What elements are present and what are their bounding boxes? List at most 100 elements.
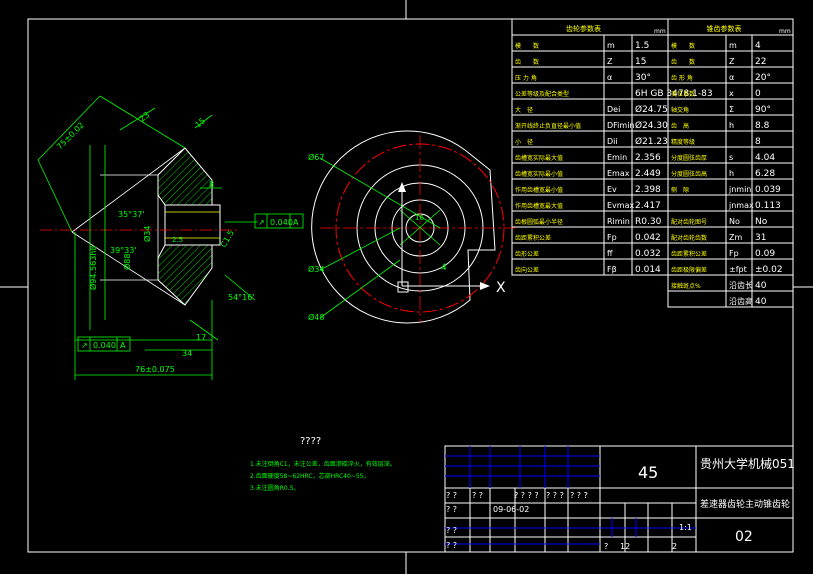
param-label: 配对齿轮齿数: [671, 234, 707, 242]
dim-8: 8: [209, 180, 214, 189]
param-symbol: ±fpt: [729, 265, 747, 274]
param-value: 2.417: [635, 201, 661, 211]
param-symbol: Z: [607, 57, 613, 66]
param-symbol: Fp: [607, 233, 617, 242]
param-symbol: jnmin: [728, 185, 751, 194]
param-value: 20°: [755, 73, 771, 83]
drawing-number: 02: [735, 529, 753, 545]
param-symbol: 沿齿高: [729, 296, 753, 306]
param-label: 变位系数: [671, 90, 695, 98]
param-value: Ø21.23: [635, 136, 668, 147]
param-symbol: h: [729, 121, 734, 130]
param-value: 30°: [635, 73, 651, 83]
param-symbol: ff: [607, 249, 613, 258]
param-label: 齿向公差: [515, 266, 539, 274]
param-symbol: Fp: [729, 249, 739, 258]
tl-unit: mm: [654, 28, 666, 35]
param-label: 公差等级及配合类型: [515, 90, 569, 98]
param-label: 侧 隙: [671, 186, 689, 194]
param-label: 作用齿槽宽最小值: [515, 186, 563, 194]
param-symbol: m: [729, 41, 737, 50]
dim-d94: Ø94.563h8: [88, 246, 98, 290]
tr-unit: mm: [779, 28, 791, 35]
dim-5416: 54°16': [228, 293, 255, 302]
param-label: 分度圆弦齿厚: [671, 154, 707, 162]
dim-75: 75±0.02: [55, 121, 86, 152]
material: 45: [638, 463, 658, 482]
param-symbol: Rimin: [607, 217, 630, 226]
tl-header: 齿轮参数表: [566, 24, 601, 33]
param-symbol: m: [607, 41, 615, 50]
param-label: 齿距累积公差: [671, 250, 707, 258]
dim-c15: C1.5: [219, 229, 236, 249]
section-lower: [157, 244, 213, 306]
technical-requirements: ???? 1.未注倒角C1，未注公差，齿面渗碳淬火，有效层深。 2.齿面硬度58…: [250, 436, 396, 492]
tb-cell-d: ? ? ?: [546, 491, 564, 500]
view-axis-x: X: [496, 280, 506, 296]
tb-cell-c: ? ? ? ?: [514, 491, 539, 500]
tb-cell-f: ? ?: [446, 505, 457, 514]
param-value: 8.8: [755, 121, 770, 131]
param-value: 0.113: [755, 201, 781, 211]
param-value: 6.28: [755, 169, 775, 179]
tolerance-bottom-value: 0.040: [93, 341, 116, 350]
tolerance-top-datum: A: [293, 218, 299, 227]
param-symbol: Ev: [607, 185, 617, 194]
section-upper: [157, 147, 213, 206]
param-value: 0: [755, 89, 761, 99]
param-label: 小 径: [515, 138, 533, 146]
param-value: 6H GB 3478.1-83: [635, 89, 713, 99]
param-value: 2.449: [635, 169, 661, 179]
tb-mark: ?: [604, 542, 608, 551]
param-label: 齿 数: [515, 58, 539, 66]
param-label: 齿 数: [671, 58, 695, 66]
param-value: ±0.02: [755, 265, 783, 275]
scale: 1:1: [679, 523, 692, 532]
param-value: 40: [755, 297, 767, 307]
param-label: 齿 形 角: [671, 74, 693, 82]
bore-outline: [164, 204, 221, 246]
svg-text:↗: ↗: [81, 341, 88, 350]
param-label: 接触斑点%: [671, 282, 701, 290]
param-symbol: DFimin: [607, 121, 635, 130]
param-value: 0.039: [755, 185, 781, 195]
param-symbol: Evmax: [607, 201, 634, 210]
param-value: 15: [635, 57, 646, 67]
param-value: 1.5: [635, 41, 649, 51]
param-value: 4: [755, 41, 761, 51]
dim-34: 34: [182, 349, 192, 358]
date: 09-06-02: [493, 505, 529, 514]
gear-section-view: 75±0.02 23 15 8 35°37' 39°33' Ø34 Ø88 Ø9…: [37, 95, 304, 380]
param-symbol: α: [729, 73, 734, 82]
dim-d67: Ø67: [308, 152, 324, 162]
param-label: 分度圆弦齿高: [671, 170, 707, 178]
tech-req-title: ????: [300, 436, 321, 447]
sheet-count: 12: [620, 542, 630, 551]
param-value: 31: [755, 233, 766, 243]
param-symbol: No: [729, 217, 740, 226]
param-value: 0.032: [635, 249, 661, 259]
dim-2-5: 2.5: [172, 236, 183, 244]
param-symbol: 沿齿长: [729, 280, 753, 290]
param-symbol: Zm: [729, 233, 742, 242]
param-value: 0.014: [635, 265, 661, 275]
param-symbol: Dei: [607, 105, 620, 114]
tolerance-top-value: 0.040: [270, 218, 293, 227]
param-symbol: h: [729, 169, 734, 178]
param-value: 90°: [755, 105, 771, 115]
svg-text:↗: ↗: [258, 218, 265, 227]
param-value: 0.09: [755, 249, 775, 259]
param-symbol: Fβ: [607, 265, 617, 274]
param-value: 0.042: [635, 233, 661, 243]
param-symbol: Emax: [607, 169, 630, 178]
param-value: 2.356: [635, 153, 661, 163]
spline-end-view: X Ø67 Ø34 Ø48 16 4: [308, 130, 515, 324]
dim-23: 23: [138, 110, 152, 123]
dim-76: 76±0.075: [135, 365, 175, 374]
dim-d88: Ø88: [122, 254, 132, 270]
drawing-name: 差速器齿轮主动锥齿轮: [700, 498, 790, 510]
param-label: 配对齿轮图号: [671, 218, 707, 226]
param-value: 8: [755, 137, 761, 147]
tb-cell-g: ? ?: [446, 526, 457, 535]
